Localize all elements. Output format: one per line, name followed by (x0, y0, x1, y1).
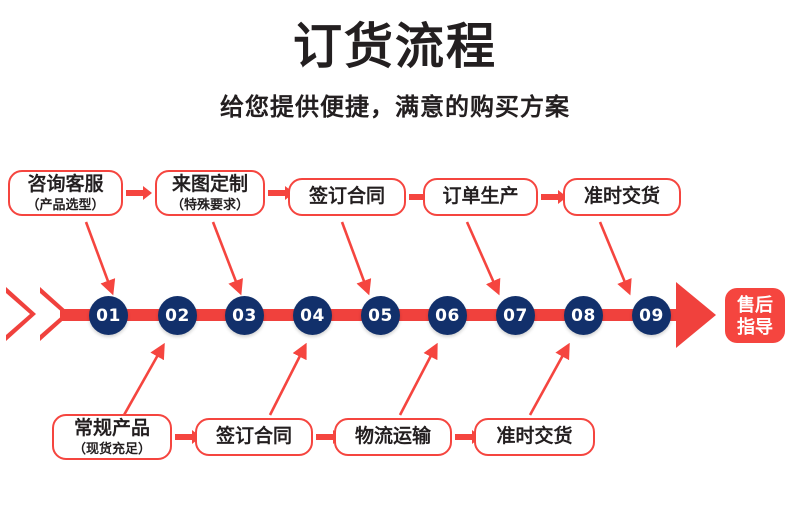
top-step-box-4-line1: 订单生产 (442, 186, 519, 207)
top-step-box-5[interactable]: 准时交货 (563, 178, 681, 216)
top-step-box-1-line2: （产品选型） (26, 196, 105, 212)
step-circle-7[interactable]: 07 (496, 296, 535, 335)
bottom-step-box-1[interactable]: 常规产品 （现货充足） (52, 414, 172, 460)
step-circle-2[interactable]: 02 (158, 296, 197, 335)
bottom-step-box-4-line1: 准时交货 (496, 426, 573, 447)
top-step-box-2-line2: （特殊要求） (170, 196, 249, 212)
step-circle-8[interactable]: 08 (564, 296, 603, 335)
bottom-step-box-3-line1: 物流运输 (354, 426, 431, 447)
step-circle-4-label: 04 (300, 305, 325, 326)
step-circle-8-label: 08 (571, 305, 596, 326)
after-sales-badge-line2: 指导 (737, 316, 773, 337)
track-arrow-head (676, 282, 716, 348)
bottom-step-box-1-line2: （现货充足） (72, 440, 151, 456)
top-step-box-2[interactable]: 来图定制 （特殊要求） (155, 170, 265, 216)
step-circle-9-label: 09 (639, 305, 664, 326)
step-circle-1[interactable]: 01 (89, 296, 128, 335)
bottom-step-box-2-line1: 签订合同 (215, 426, 292, 447)
step-circle-4[interactable]: 04 (293, 296, 332, 335)
step-circle-5-label: 05 (368, 305, 393, 326)
top-step-box-1-line1: 咨询客服 (27, 173, 104, 195)
step-circle-3-label: 03 (232, 305, 257, 326)
after-sales-badge-line1: 售后 (737, 294, 773, 315)
bottom-step-box-1-line1: 常规产品 (73, 417, 150, 439)
top-step-box-4[interactable]: 订单生产 (423, 178, 538, 216)
top-step-box-5-line1: 准时交货 (583, 186, 660, 207)
top-connector-4 (541, 190, 567, 204)
top-step-box-3-line1: 签订合同 (308, 186, 385, 207)
after-sales-badge[interactable]: 售后 指导 (725, 288, 785, 343)
top-step-box-3[interactable]: 签订合同 (288, 178, 406, 216)
track-chevron-1-notch (6, 293, 30, 335)
bottom-step-box-3[interactable]: 物流运输 (334, 418, 452, 456)
step-circle-7-label: 07 (503, 305, 528, 326)
step-circle-6-label: 06 (435, 305, 460, 326)
step-circle-3[interactable]: 03 (225, 296, 264, 335)
page-subtitle: 给您提供便捷，满意的购买方案 (220, 94, 570, 121)
top-step-box-2-line1: 来图定制 (171, 173, 248, 195)
step-circle-1-label: 01 (96, 305, 121, 326)
step-circle-9[interactable]: 09 (632, 296, 671, 335)
step-circle-2-label: 02 (165, 305, 190, 326)
top-step-box-1[interactable]: 咨询客服 （产品选型） (8, 170, 123, 216)
bottom-step-box-2[interactable]: 签订合同 (195, 418, 313, 456)
step-circle-6[interactable]: 06 (428, 296, 467, 335)
step-circle-5[interactable]: 05 (361, 296, 400, 335)
top-connector-1 (126, 186, 152, 200)
page-title: 订货流程 (292, 20, 497, 74)
bottom-step-box-4[interactable]: 准时交货 (474, 418, 595, 456)
